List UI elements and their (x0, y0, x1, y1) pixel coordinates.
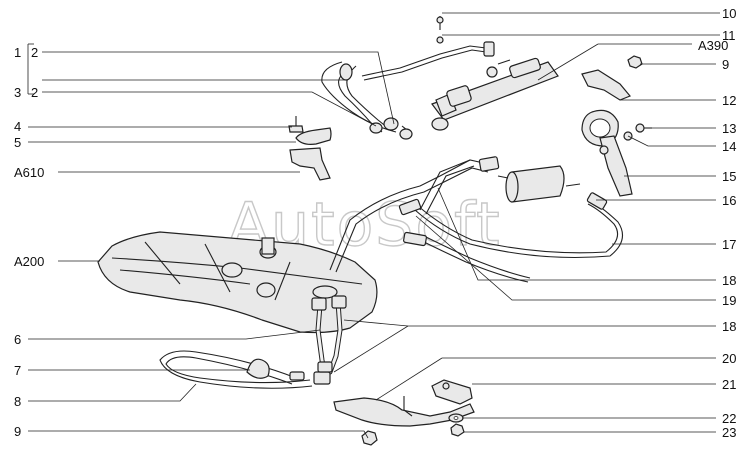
label-20: 20 (722, 351, 736, 366)
label-13: 13 (722, 121, 736, 136)
label-8: 8 (14, 394, 21, 409)
fuel-hoses-to-filter (398, 198, 624, 283)
label-2-upper: 2 (31, 45, 38, 60)
label-5: 5 (14, 135, 21, 150)
label-12: 12 (722, 93, 736, 108)
label-19: 19 (722, 293, 736, 308)
label-18-lower: 18 (722, 319, 736, 334)
label-A200: A200 (14, 254, 44, 269)
label-3: 3 (14, 85, 21, 100)
fuel-lines-under-body (159, 350, 313, 389)
label-A390: A390 (698, 38, 728, 53)
label-10: 10 (722, 6, 736, 21)
filter-bracket-clamp (581, 69, 633, 197)
fuel-tank (97, 231, 378, 334)
nut-lower (361, 430, 378, 446)
line-holder-clip (246, 358, 270, 379)
label-2-lower: 2 (31, 85, 38, 100)
label-21: 21 (722, 377, 736, 392)
heat-shield (333, 396, 475, 427)
bracket-21 (431, 379, 473, 405)
washer-nut-22-23 (448, 413, 465, 437)
label-7: 7 (14, 363, 21, 378)
label-18-upper: 18 (722, 273, 736, 288)
label-9-upper: 9 (722, 57, 729, 72)
label-17: 17 (722, 237, 736, 252)
leader-lines (27, 12, 720, 439)
label-1: 1 (14, 45, 21, 60)
left-labels: 1 2 3 2 4 5 A610 A200 6 7 8 9 (14, 45, 44, 439)
label-4: 4 (14, 119, 21, 134)
label-16: 16 (722, 193, 736, 208)
label-A610: A610 (14, 165, 44, 180)
label-14: 14 (722, 139, 736, 154)
label-23: 23 (722, 425, 736, 440)
fuel-filter (497, 165, 608, 210)
label-22: 22 (722, 411, 736, 426)
label-11: 11 (722, 28, 736, 43)
right-labels: 10 11 A390 9 12 13 14 15 16 17 18 19 18 … (698, 6, 736, 440)
tank-outlet-hoses (311, 295, 347, 385)
label-9-lower: 9 (14, 424, 21, 439)
fuel-rail (431, 57, 559, 131)
small-parts-left (288, 116, 332, 181)
metal-fuel-pipes (321, 41, 500, 273)
label-6: 6 (14, 332, 21, 347)
label-15: 15 (722, 169, 736, 184)
